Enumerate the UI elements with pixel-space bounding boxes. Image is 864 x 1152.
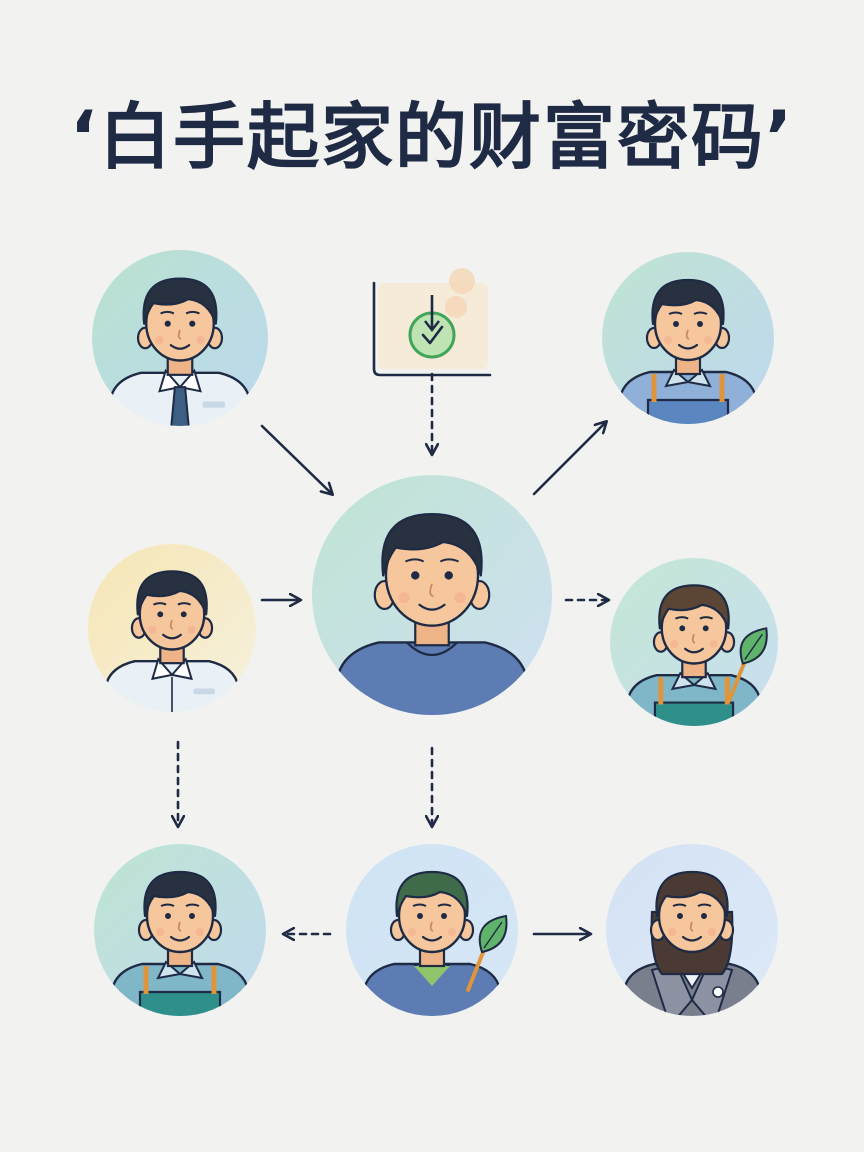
node-worker-apron-teal (94, 844, 266, 1016)
leaf-icon (466, 914, 508, 992)
node-central-person (312, 475, 552, 715)
leaf-icon (727, 627, 768, 703)
node-worker-apron-leaf (610, 558, 778, 726)
node-woman-blazer (606, 844, 778, 1016)
node-office-worker (92, 250, 268, 426)
arrow-office-worker-to-central-person (260, 424, 332, 494)
node-document-icon (372, 268, 492, 377)
node-worker-white-shirt (88, 544, 256, 712)
node-worker-apron-blue (602, 252, 774, 424)
page-title: ‘白手起家的财富密码’ (69, 95, 795, 179)
check-badge-icon (408, 295, 456, 359)
node-young-sprout (346, 844, 518, 1016)
arrow-central-person-to-worker-apron-blue (532, 422, 606, 496)
